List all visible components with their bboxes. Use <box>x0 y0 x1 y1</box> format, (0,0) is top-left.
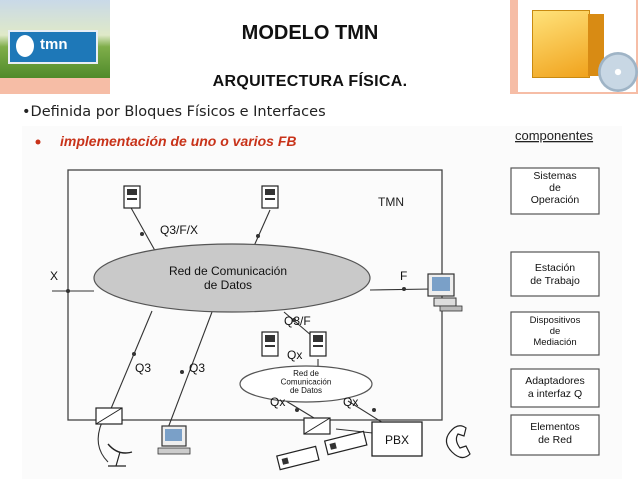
sub-network-ellipse <box>239 365 373 403</box>
header-band: tmn <box>0 0 638 94</box>
text-line: Sistemas <box>533 170 576 182</box>
software-box-image <box>518 0 638 92</box>
workstation-icon-right <box>427 273 463 312</box>
tmn-logo-sign: tmn <box>8 30 98 64</box>
workstation-icon-bottom <box>157 425 191 455</box>
pbx-box: PBX <box>371 421 423 457</box>
mediation-server-icon-2 <box>309 331 327 357</box>
text-line: Red de <box>293 369 319 378</box>
label-qx-right: Qx <box>343 395 358 409</box>
label-qx-center: Qx <box>287 348 302 362</box>
slide-title: MODELO TMN <box>241 22 379 44</box>
tmn-logo-icon <box>16 35 34 57</box>
bullet-text: •Definida por Bloques Físicos e Interfac… <box>22 104 326 120</box>
connection-lines <box>52 205 433 463</box>
tmn-boundary-label: TMN <box>378 195 404 209</box>
label-q3-mid: Q3 <box>189 361 205 375</box>
text-line: Comunicación <box>281 378 332 387</box>
network-element-icon-2 <box>323 430 368 456</box>
label-q3f: Q3/F <box>284 314 311 328</box>
text-line: Dispositivos <box>530 315 581 326</box>
label-q3-left: Q3 <box>135 361 151 375</box>
diagram-heading: implementación de uno o varios FB <box>60 133 296 149</box>
text-line: a interfaz Q <box>528 388 582 400</box>
label-q3fx: Q3/F/X <box>160 223 198 237</box>
antenna-icon <box>107 443 133 467</box>
text-line: de Datos <box>204 278 252 292</box>
server-icon-right <box>261 185 279 209</box>
header-title-area <box>110 0 510 94</box>
text-line: Operación <box>531 194 580 206</box>
components-title: componentes <box>515 128 594 143</box>
label-qx-left: Qx <box>270 395 285 409</box>
text-line: de Trabajo <box>530 275 580 287</box>
connection-dots <box>66 232 406 412</box>
heading-bullet <box>35 139 41 145</box>
network-element-icon-1 <box>276 445 320 471</box>
q-adapter-icon-center <box>303 417 331 435</box>
cd-disc-icon <box>598 52 638 92</box>
text-line: Mediación <box>533 337 576 348</box>
tmn-architecture-diagram: implementación de uno o varios FB compon… <box>22 126 622 479</box>
text-line: de <box>549 182 561 194</box>
text-line: de <box>550 326 561 337</box>
text-line: de Datos <box>290 386 322 395</box>
text-line: Elementos <box>530 421 580 433</box>
tmn-logo-photo: tmn <box>0 0 110 78</box>
text-line: Estación <box>535 262 575 274</box>
label-f: F <box>400 269 407 283</box>
server-icon-left <box>123 185 141 209</box>
main-network-ellipse <box>93 243 371 313</box>
text-line: Adaptadores <box>525 375 585 387</box>
q-adapter-icon-left <box>95 407 123 425</box>
slide-subtitle: ARQUITECTURA FÍSICA. <box>212 73 408 90</box>
telephone-icon <box>445 425 471 459</box>
text-line: de Red <box>538 434 572 446</box>
mediation-server-icon-1 <box>261 331 279 357</box>
label-x: X <box>50 269 58 283</box>
pbx-label: PBX <box>385 433 409 447</box>
text-line: Red de Comunicación <box>169 264 287 278</box>
tmn-logo-text: tmn <box>40 36 68 53</box>
diagram-svg: implementación de uno o varios FB compon… <box>35 128 600 471</box>
software-box-front <box>532 10 590 78</box>
